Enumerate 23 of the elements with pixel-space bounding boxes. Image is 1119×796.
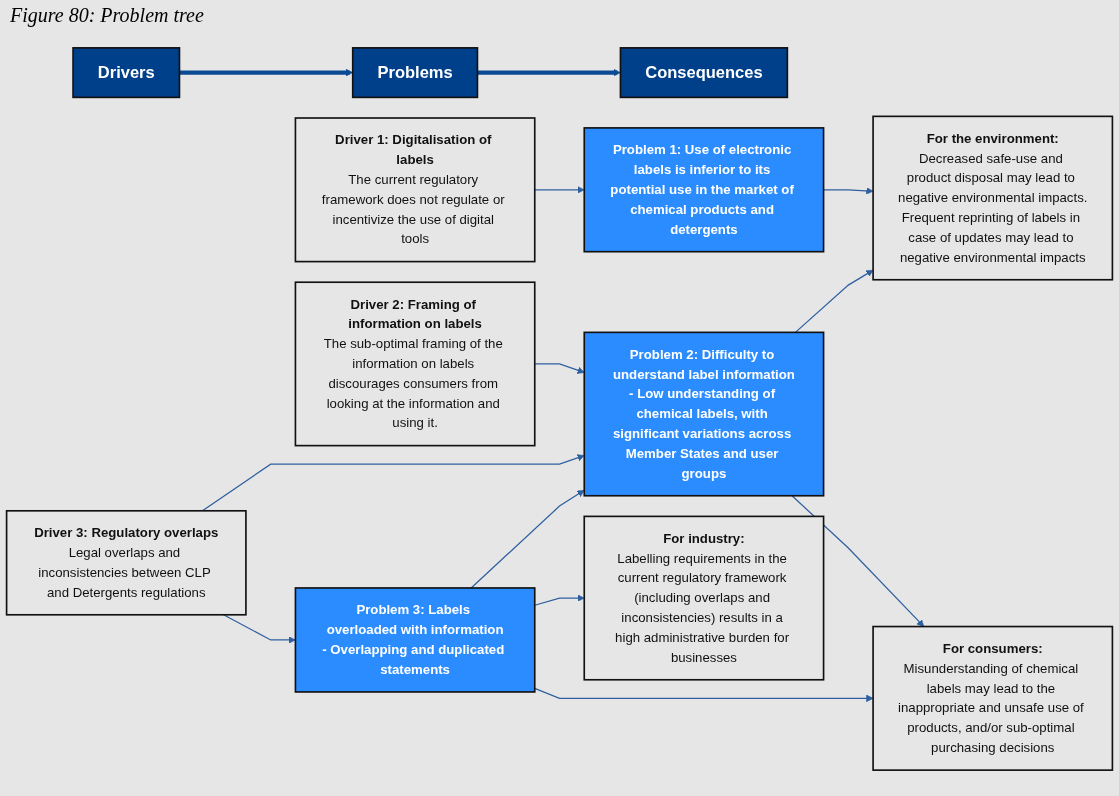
arrow <box>477 69 621 77</box>
node-box: Consequences <box>619 47 789 99</box>
node-box: Problem 2: Difficulty to understand label information - Low understanding of chemical labels, with significant variations across Member States and user groups <box>583 331 825 497</box>
arrow <box>791 495 925 627</box>
figure-title: Figure 80: Problem tree <box>10 4 205 27</box>
node-box: Driver 3: Regulatory overlaps Legal overlaps and inconsistencies between CLP and Detergents regulations <box>5 510 247 616</box>
node-box: Problem 3: Labels overloaded with information - Overlapping and duplicated statements <box>294 587 536 693</box>
node-box: Drivers <box>72 47 181 99</box>
node-box: For consumers: Misunderstanding of chemical labels may lead to the inappropriate and unsafe use of products, and/or sub-optimal purchasing decisions <box>872 625 1114 771</box>
node-box: Problems <box>351 47 479 99</box>
arrow <box>534 186 585 194</box>
node-box: For the environment: Decreased safe-use and product disposal may lead to negative environmental impacts. Frequent reprinting of labels in case of updates may lead to negative environmental impacts <box>872 115 1114 281</box>
node-box: Problem 1: Use of electronic labels is inferior to its potential use in the market of chemical products and detergents <box>583 127 825 253</box>
arrow <box>534 687 874 702</box>
arrow <box>470 489 585 589</box>
arrow <box>794 269 874 333</box>
node-box: Driver 2: Framing of information on labels The sub-optimal framing of the information on labels discourages consumers from looking at the information and using it. <box>294 281 536 447</box>
arrow <box>222 614 296 644</box>
arrow <box>201 454 585 512</box>
arrow <box>534 363 585 374</box>
arrow <box>534 594 585 606</box>
node-box: Driver 1: Digitalisation of labels The current regulatory framework does not regulate or incentivize the use of digital tools <box>294 117 536 263</box>
node-box: For industry: Labelling requirements in the current regulatory framework (including overlaps and inconsistencies) results in a high administrative burden for businesses <box>583 515 825 681</box>
